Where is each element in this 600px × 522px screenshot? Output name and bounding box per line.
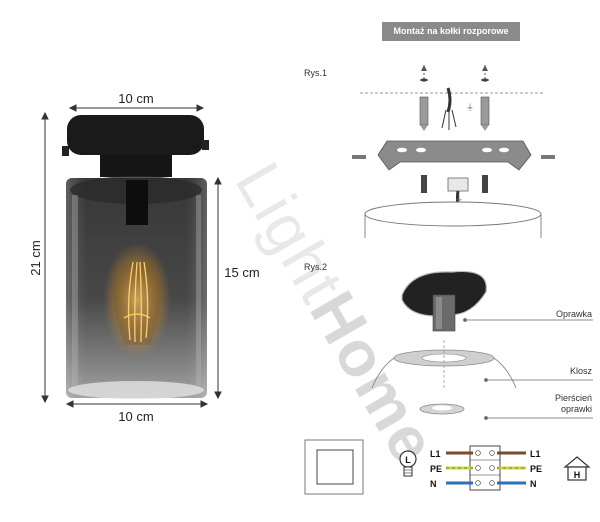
svg-text:⏚: ⏚: [466, 103, 474, 112]
ceiling-canopy: [62, 115, 209, 177]
dim-width-bottom: 10 cm: [118, 409, 153, 424]
dimension-lines: [41, 104, 222, 408]
leader-lines: [463, 318, 593, 420]
svg-text:⏚: ⏚: [455, 195, 463, 204]
wall-anchors: [419, 65, 490, 131]
lightbulb-icon: L: [399, 450, 417, 477]
wire-label-right-pe: PE: [530, 464, 542, 474]
wire-label-left-n: N: [430, 479, 437, 489]
dim-width-top: 10 cm: [118, 91, 153, 106]
house-symbol-text: H: [574, 470, 581, 480]
wiring-lines: [446, 451, 526, 485]
lamp-holder: [401, 270, 487, 332]
fig1-label: Rys.1: [304, 68, 327, 78]
lamp-dimension-drawing: 10 cm 10 cm 15 cm 21 cm: [28, 91, 260, 424]
wire-label-right-n: N: [530, 479, 537, 489]
installation-banner: Montaż na kołki rozporowe: [382, 22, 520, 41]
edison-bulb: [103, 180, 171, 358]
label-ring-2: oprawki: [561, 404, 592, 414]
dim-shade-height: 15 cm: [224, 265, 259, 280]
house-icon: H: [563, 456, 591, 481]
lamp-symbol-text: L: [405, 455, 411, 465]
terminal-block: [469, 445, 501, 491]
installation-diagram: Rys.1 ⏚ ⏚: [304, 65, 593, 495]
shade-outline: [371, 340, 517, 389]
mounting-bracket: [352, 140, 555, 171]
wire-label-right-l1: L1: [530, 449, 541, 459]
holder-ring: [419, 403, 465, 415]
label-ring-1: Pierścień: [555, 393, 592, 403]
canopy-outline: [364, 201, 542, 238]
wire-label-left-l1: L1: [430, 449, 441, 459]
fig2-label: Rys.2: [304, 262, 327, 272]
label-holder: Oprawka: [556, 309, 592, 319]
wire-label-left-pe: PE: [430, 464, 442, 474]
label-shade: Klosz: [570, 366, 593, 376]
dim-total-height: 21 cm: [28, 240, 43, 275]
wall-switch-icon: [304, 439, 364, 495]
ceiling-cable: ⏚: [441, 87, 474, 130]
